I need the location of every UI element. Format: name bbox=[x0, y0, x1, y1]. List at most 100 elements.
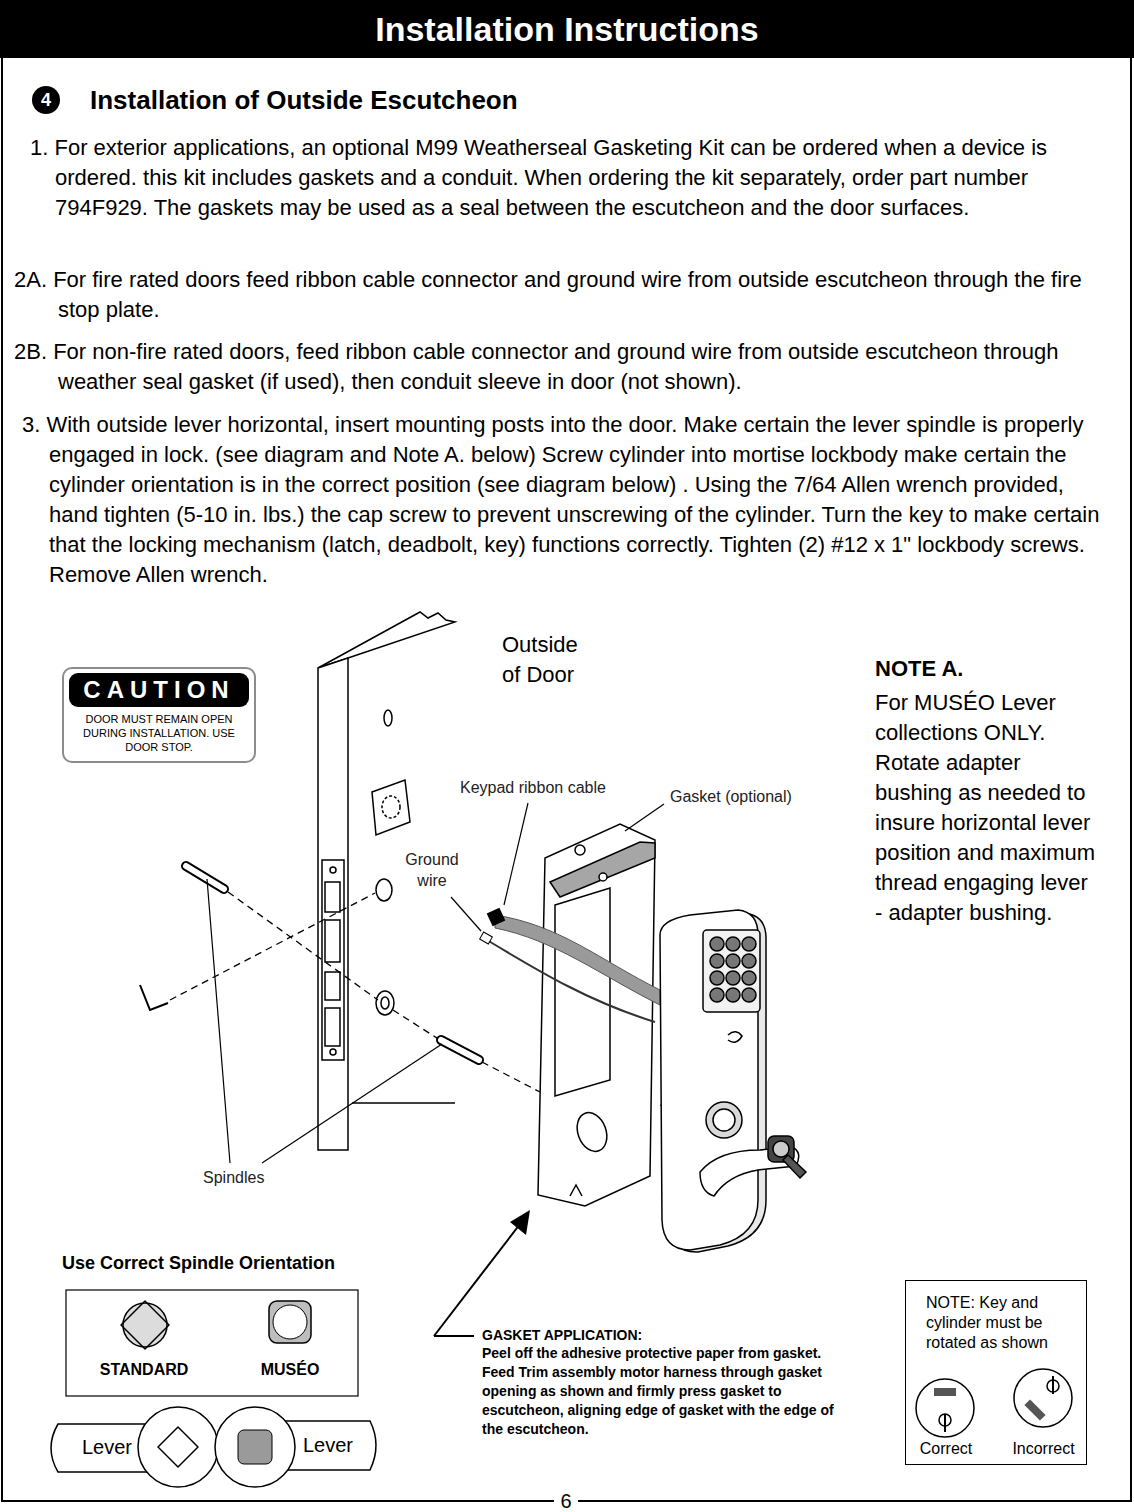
leader-line bbox=[262, 1044, 442, 1163]
label-holder: Ground wire bbox=[392, 849, 472, 891]
text-holder: DOOR MUST REMAIN OPEN DURING INSTALLATIO… bbox=[68, 712, 250, 754]
caution-badge-text: CAUTION bbox=[83, 675, 234, 705]
spindles bbox=[186, 866, 479, 1060]
cylinder-face bbox=[773, 1141, 789, 1157]
spindle-orientation-box-text: Use Correct Spindle Orientation bbox=[62, 1252, 362, 1275]
label-holder: Outside of Door bbox=[502, 630, 594, 690]
leader-line bbox=[504, 803, 528, 905]
label-holder: Gasket (optional) bbox=[670, 787, 830, 807]
latch bbox=[325, 920, 340, 962]
note-box: NOTE: Key and cylinder must be rotated a… bbox=[905, 1280, 1087, 1465]
gasket-cutout bbox=[572, 1108, 612, 1155]
spindle bbox=[186, 866, 224, 889]
arrowhead bbox=[510, 1210, 530, 1235]
cylinder-opening bbox=[706, 1102, 742, 1138]
part-label: Ground wire bbox=[392, 849, 472, 891]
cylinder-correct-icon bbox=[916, 1379, 974, 1437]
dashed-line bbox=[482, 1062, 540, 1092]
key-button bbox=[710, 971, 724, 985]
key-button bbox=[726, 954, 740, 968]
faceplate-screw bbox=[330, 1049, 336, 1055]
label-holder: Keypad ribbon cable bbox=[460, 778, 645, 798]
lever-label-box: Lever bbox=[290, 1430, 366, 1460]
deadbolt bbox=[325, 1008, 340, 1046]
instruction-step: 1. For exterior applications, an optiona… bbox=[55, 133, 1100, 223]
text-holder: Use Correct Spindle Orientation bbox=[62, 1252, 362, 1275]
label-holder: GASKET APPLICATION: bbox=[482, 1326, 782, 1344]
keyway bbox=[944, 1414, 946, 1432]
logo-mark bbox=[728, 1032, 742, 1043]
text-holder: MUSÉO bbox=[240, 1360, 340, 1380]
note-text: For MUSÉO Lever collections ONLY. Rotate… bbox=[875, 688, 1097, 928]
label-holder: Installation of Outside Escutcheon bbox=[90, 85, 790, 115]
plate-hole bbox=[382, 796, 400, 818]
leader-line bbox=[451, 897, 481, 931]
label-holder: 6 bbox=[554, 1491, 578, 1511]
orientation-box bbox=[66, 1290, 358, 1396]
step-number-text: 4 bbox=[41, 89, 51, 112]
lever-label-box-text: Lever bbox=[303, 1433, 353, 1458]
gasket bbox=[538, 824, 655, 1206]
lock-faceplate bbox=[322, 860, 344, 1060]
note-box-text: NOTE: Key and cylinder must be rotated a… bbox=[926, 1293, 1076, 1353]
key-button bbox=[726, 937, 740, 951]
note-box-text: Incorrect bbox=[1001, 1439, 1086, 1459]
title-bar: Installation Instructions bbox=[0, 0, 1134, 58]
door-edge bbox=[318, 658, 348, 1150]
door-face-line bbox=[352, 1102, 455, 1104]
page-number: 6 bbox=[554, 1491, 578, 1511]
faceplate-screw bbox=[330, 867, 336, 873]
cylinder-incorrect-icon bbox=[1014, 1369, 1072, 1427]
label-holder: 2B. For non-fire rated doors, feed ribbo… bbox=[58, 337, 1110, 397]
keyway bbox=[1052, 1376, 1054, 1394]
section-heading: Installation of Outside Escutcheon bbox=[90, 85, 790, 115]
key-button bbox=[742, 988, 756, 1002]
standard-spindle-icon bbox=[123, 1303, 167, 1347]
spindle-orientation-box-text: MUSÉO bbox=[240, 1360, 340, 1380]
instruction-step: 3. With outside lever horizontal, insert… bbox=[49, 410, 1112, 590]
ground-wire bbox=[487, 940, 655, 1022]
hub-hole bbox=[376, 991, 394, 1015]
caution-text: DOOR MUST REMAIN OPEN DURING INSTALLATIO… bbox=[68, 712, 250, 754]
lever-label-box: Lever bbox=[62, 1432, 152, 1462]
caution-box: DOOR MUST REMAIN OPEN DURING INSTALLATIO… bbox=[62, 667, 256, 763]
part-label: Gasket (optional) bbox=[670, 787, 830, 807]
text-holder: Incorrect bbox=[1001, 1439, 1086, 1459]
key-button bbox=[742, 937, 756, 951]
text-holder: Lever bbox=[303, 1433, 353, 1458]
label-holder: 1. For exterior applications, an optiona… bbox=[55, 133, 1100, 223]
faceplate-part bbox=[325, 882, 340, 912]
label-holder: Peel off the adhesive protective paper f… bbox=[482, 1344, 850, 1439]
key-button bbox=[742, 954, 756, 968]
cylinder-hole bbox=[376, 879, 392, 901]
spindle bbox=[441, 1040, 479, 1060]
label-holder: 2A. For fire rated doors feed ribbon cab… bbox=[58, 265, 1110, 325]
door-top bbox=[318, 612, 455, 668]
dashed-line bbox=[170, 893, 375, 1000]
key-button bbox=[710, 937, 724, 951]
label-holder: Spindles bbox=[203, 1168, 283, 1188]
faceplate-part bbox=[325, 972, 340, 1000]
part-label: Keypad ribbon cable bbox=[460, 778, 645, 798]
museo-spindle-icon bbox=[269, 1301, 311, 1343]
spindle-diamond bbox=[158, 1427, 198, 1467]
text-holder: STANDARD bbox=[84, 1360, 204, 1380]
text-holder: NOTE: Key and cylinder must be rotated a… bbox=[926, 1293, 1076, 1353]
allen-wrench bbox=[140, 985, 168, 1010]
spindle-orientation-box-text: STANDARD bbox=[84, 1360, 204, 1380]
leader-line bbox=[434, 1224, 520, 1336]
key-button bbox=[710, 988, 724, 1002]
lever-rose bbox=[215, 1407, 295, 1487]
lever-label-box-text: Lever bbox=[82, 1435, 132, 1460]
note-heading: NOTE A. bbox=[875, 655, 1075, 683]
hub bbox=[381, 997, 389, 1009]
view-label: Outside of Door bbox=[502, 630, 594, 690]
gasket-flap bbox=[550, 842, 655, 897]
text-holder: Lever bbox=[82, 1435, 132, 1460]
cylinder bbox=[768, 1136, 806, 1178]
door-hole bbox=[384, 710, 392, 726]
standard-spindle-icon bbox=[121, 1301, 169, 1349]
spindle bbox=[441, 1040, 479, 1060]
